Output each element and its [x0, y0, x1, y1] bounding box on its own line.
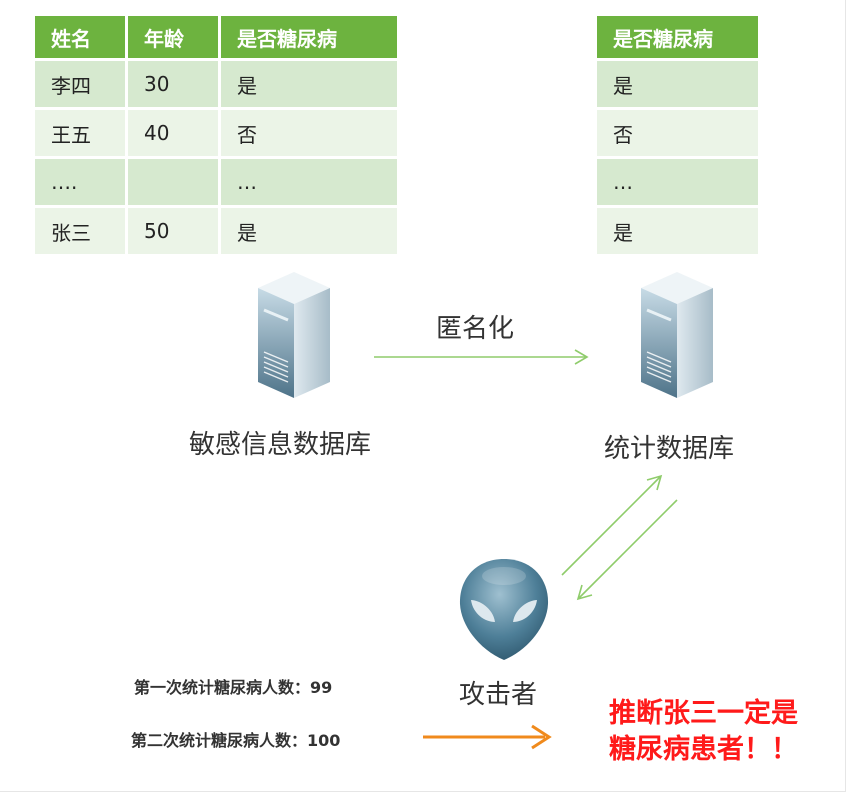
header-diabetes: 是否糖尿病: [218, 16, 397, 58]
sensitive-data-table: 姓名 年龄 是否糖尿病 李四 30 是 王五 40 否 …. … 张三 50 是: [35, 16, 397, 254]
cell-age: [125, 156, 218, 205]
table-row: 否: [597, 107, 758, 156]
conclusion-line-1: 推断张三一定是: [609, 698, 798, 729]
server-icon: [258, 272, 330, 398]
cell-diabetes: 否: [597, 107, 758, 156]
sensitive-db-label: 敏感信息数据库: [189, 430, 372, 460]
cell-name: 张三: [35, 205, 125, 254]
cell-diabetes: 是: [597, 58, 758, 107]
table-row: …: [597, 156, 758, 205]
stats-db-label: 统计数据库: [604, 434, 735, 464]
statistics-table: 是否糖尿病 是 否 … 是: [597, 16, 758, 254]
first-query-label: 第一次统计糖尿病人数：99: [134, 678, 333, 697]
conclusion-text: 推断张三一定是 糖尿病患者！！: [609, 696, 798, 768]
cell-diabetes: 是: [218, 58, 397, 107]
cell-name: 李四: [35, 58, 125, 107]
table-row: …. …: [35, 156, 397, 205]
table-row: 王五 40 否: [35, 107, 397, 156]
server-icon: [641, 272, 713, 398]
table-row: 是: [597, 58, 758, 107]
query-arrow: [561, 474, 663, 576]
cell-age: 50: [125, 205, 218, 254]
table-row: 是: [597, 205, 758, 254]
cell-diabetes: 是: [218, 205, 397, 254]
cell-name: ….: [35, 156, 125, 205]
table-header-row: 是否糖尿病: [597, 16, 758, 58]
second-query-label: 第二次统计糖尿病人数：100: [131, 731, 341, 750]
response-arrow: [576, 499, 678, 601]
header-name: 姓名: [35, 16, 125, 58]
cell-age: 40: [125, 107, 218, 156]
cell-diabetes: 否: [218, 107, 397, 156]
cell-diabetes: …: [597, 156, 758, 205]
cell-age: 30: [125, 58, 218, 107]
inference-arrow: [423, 724, 552, 750]
cell-diabetes: 是: [597, 205, 758, 254]
anonymize-arrow: [374, 349, 589, 365]
cell-diabetes: …: [218, 156, 397, 205]
conclusion-line-2: 糖尿病患者！！: [609, 734, 798, 765]
header-age: 年龄: [125, 16, 218, 58]
table-header-row: 姓名 年龄 是否糖尿病: [35, 16, 397, 58]
attacker-label: 攻击者: [459, 680, 538, 710]
attacker-icon: [459, 559, 549, 660]
header-diabetes: 是否糖尿病: [597, 16, 758, 58]
cell-name: 王五: [35, 107, 125, 156]
anonymize-label: 匿名化: [436, 314, 515, 344]
table-row: 张三 50 是: [35, 205, 397, 254]
table-row: 李四 30 是: [35, 58, 397, 107]
